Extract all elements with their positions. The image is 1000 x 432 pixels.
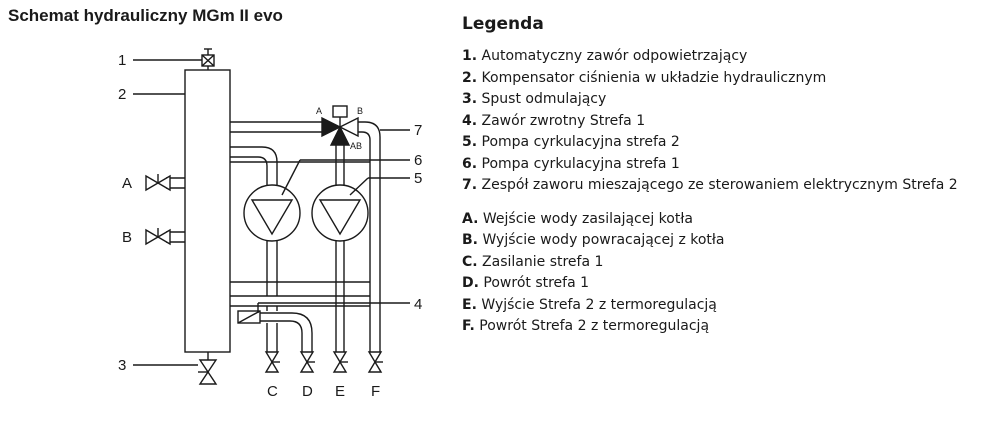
callout-1: 1 xyxy=(118,52,126,69)
legend-item: 2. Kompensator ciśnienia w układzie hydr… xyxy=(462,69,827,86)
label-connection-e: E xyxy=(335,383,345,400)
legend-item: B. Wyjście wody powracającej z kotła xyxy=(462,232,725,248)
air-vent-valve xyxy=(201,48,215,70)
legend-lettered-list: A. Wejście wody zasilającej kotła B. Wyj… xyxy=(462,209,958,338)
callout-2: 2 xyxy=(118,86,126,103)
label-connection-c: C xyxy=(267,383,278,400)
check-valve-zone-1 xyxy=(237,310,261,324)
valve-port-b: B xyxy=(357,106,363,116)
label-inlet-b: B xyxy=(122,229,132,246)
callout-5: 5 xyxy=(414,170,422,187)
legend-item: 5. Pompa cyrkulacyjna strefa 2 xyxy=(462,134,680,150)
callout-6: 6 xyxy=(414,152,422,169)
hydraulic-schematic: 1 2 3 4 5 6 7 A B A B AB C D E F xyxy=(118,48,422,400)
legend-item: A. Wejście wody zasilającej kotła xyxy=(462,210,693,227)
valve-port-ab: AB xyxy=(350,141,362,151)
label-connection-f: F xyxy=(371,383,380,400)
callout-7: 7 xyxy=(414,122,422,139)
connection-f-valve xyxy=(367,351,383,373)
mixing-valve xyxy=(321,105,359,146)
label-connection-d: D xyxy=(302,383,313,400)
legend-numbered-list: 1. Automatyczny zawór odpowietrzający 2.… xyxy=(462,46,958,197)
callout-3: 3 xyxy=(118,357,126,374)
valve-port-a: A xyxy=(316,106,322,116)
legend-item: C. Zasilanie strefa 1 xyxy=(462,253,604,270)
diagram-title: Schemat hydrauliczny MGm II evo xyxy=(8,6,283,25)
connection-d-valve xyxy=(299,351,315,373)
connection-c-valve xyxy=(264,351,280,373)
legend-item: 6. Pompa cyrkulacyjna strefa 1 xyxy=(462,155,680,172)
legend-title: Legenda xyxy=(462,14,544,34)
legend-item: 7. Zespół zaworu mieszającego ze sterowa… xyxy=(462,177,958,193)
legend-item: F. Powrót Strefa 2 z termoregulacją xyxy=(462,318,710,334)
connection-e-valve xyxy=(332,351,348,373)
pump-zone-2 xyxy=(311,184,369,242)
drain-valve xyxy=(198,352,218,385)
legend-item: 4. Zawór zwrotny Strefa 1 xyxy=(462,112,646,129)
inlet-b-valve xyxy=(145,228,185,246)
inlet-a-valve xyxy=(145,174,185,192)
pump-zone-1 xyxy=(243,184,301,242)
label-inlet-a: A xyxy=(122,175,132,192)
pressure-compensator xyxy=(184,69,231,353)
legend: Legenda 1. Automatyczny zawór odpowietrz… xyxy=(462,14,958,338)
legend-item: 3. Spust odmulający xyxy=(462,91,607,107)
callout-4: 4 xyxy=(414,296,422,313)
legend-item: E. Wyjście Strefa 2 z termoregulacją xyxy=(462,296,717,313)
legend-item: D. Powrót strefa 1 xyxy=(462,275,590,291)
legend-item: 1. Automatyczny zawór odpowietrzający xyxy=(462,48,748,64)
